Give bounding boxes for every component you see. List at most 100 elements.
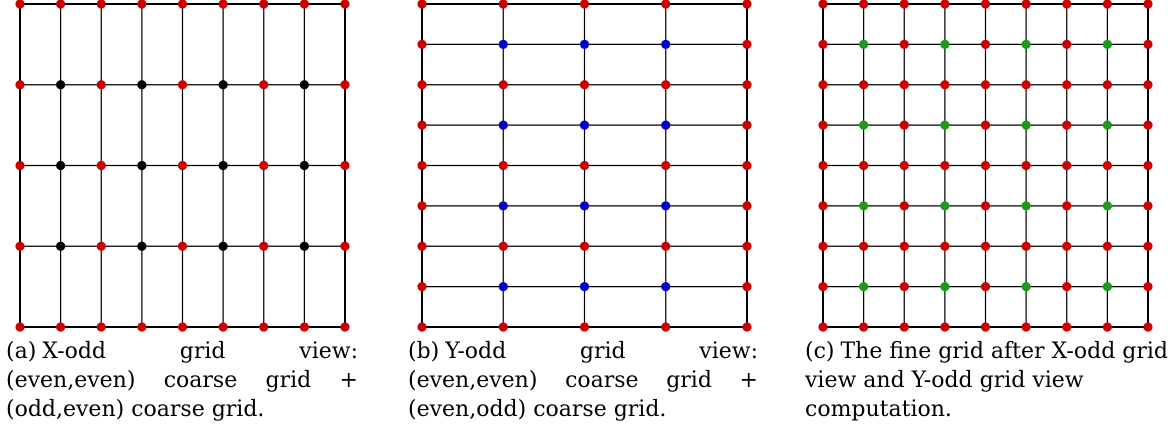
grid-node-dot — [579, 160, 590, 171]
grid-node-dot — [818, 241, 828, 251]
grid-node-dot — [1143, 120, 1153, 130]
grid-node-dot — [218, 160, 228, 171]
grid-node-dot — [1143, 322, 1153, 332]
grid-node-dot — [1062, 120, 1072, 130]
grid-node-dot — [1021, 80, 1031, 90]
grid-node-dot — [498, 80, 508, 90]
grid-node-dot — [661, 322, 671, 332]
grid-node-dot — [1021, 201, 1031, 211]
grid-node-dot — [818, 282, 828, 292]
grid-node-dot — [899, 160, 909, 171]
grid-node-dot — [742, 39, 752, 49]
grid-node-dot — [96, 241, 106, 251]
grid-node-dot — [1062, 0, 1072, 9]
grid-node-dot — [96, 322, 106, 332]
grid-node-dot — [980, 282, 991, 292]
grid-node-dot — [980, 39, 991, 49]
grid-node-dot — [579, 241, 590, 251]
grid-node-dot — [177, 241, 188, 251]
grid-node-dot — [1143, 160, 1153, 171]
grid-node-dot — [417, 80, 427, 90]
grid-node-dot — [259, 0, 269, 9]
grid-node-dot — [259, 80, 269, 90]
grid-node-dot — [15, 241, 25, 251]
grid-node-dot — [1102, 241, 1112, 251]
panel-fine-grid: (c)The fine grid after X-odd grid view a… — [803, 0, 1173, 448]
fine-grid-diagram — [818, 0, 1153, 332]
grid-node-dot — [1143, 282, 1153, 292]
grid-node-dot — [742, 160, 752, 171]
grid-node-dot — [1143, 80, 1153, 90]
grid-node-dot — [980, 80, 991, 90]
grid-node-dot — [1062, 322, 1072, 332]
grid-node-dot — [177, 80, 188, 90]
grid-node-dot — [417, 241, 427, 251]
grid-node-dot — [498, 39, 508, 49]
grid-node-dot — [859, 282, 869, 292]
grid-node-dot — [859, 322, 869, 332]
grid-node-dot — [899, 241, 909, 251]
grid-node-dot — [818, 0, 828, 9]
grid-node-dot — [340, 160, 350, 171]
grid-node-dot — [1143, 0, 1153, 9]
panel-x-odd-grid-view: (a)X-odd grid view: (even,even) coarse g… — [0, 0, 370, 448]
grid-node-dot — [940, 120, 950, 130]
grid-node-dot — [661, 0, 671, 9]
grid-node-dot — [218, 80, 228, 90]
grid-node-dot — [899, 80, 909, 90]
grid-node-dot — [56, 322, 66, 332]
grid-node-dot — [859, 0, 869, 9]
grid-node-dot — [661, 80, 671, 90]
grid-node-dot — [980, 160, 991, 171]
grid-node-dot — [259, 241, 269, 251]
grid-node-dot — [417, 120, 427, 130]
caption-a: (a)X-odd grid view: (even,even) coarse g… — [6, 337, 358, 424]
grid-node-dot — [579, 120, 590, 130]
grid-node-dot — [15, 0, 25, 9]
grid-node-dot — [56, 160, 66, 171]
grid-node-dot — [859, 120, 869, 130]
grid-node-dot — [1062, 39, 1072, 49]
grid-node-dot — [980, 201, 991, 211]
grid-node-dot — [818, 120, 828, 130]
grid-node-dot — [137, 0, 147, 9]
grid-node-dot — [417, 201, 427, 211]
grid-node-dot — [1102, 322, 1112, 332]
grid-node-dot — [818, 80, 828, 90]
grid-node-dot — [137, 80, 147, 90]
grid-node-dot — [579, 0, 590, 9]
grid-node-dot — [15, 160, 25, 171]
grid-node-dot — [56, 80, 66, 90]
grid-node-dot — [1062, 201, 1072, 211]
caption-c-text: The fine grid after X-odd grid view and … — [805, 339, 1168, 422]
grid-node-dot — [498, 0, 508, 9]
caption-a-text: X-odd grid view: (even,even) coarse grid… — [6, 339, 358, 422]
grid-node-dot — [1102, 120, 1112, 130]
grid-node-dot — [742, 282, 752, 292]
grid-node-dot — [417, 322, 427, 332]
grid-node-dot — [940, 241, 950, 251]
caption-c: (c)The fine grid after X-odd grid view a… — [805, 337, 1173, 424]
grid-node-dot — [1102, 39, 1112, 49]
caption-b-tag: (b) — [408, 339, 440, 364]
grid-node-dot — [1062, 241, 1072, 251]
grid-node-dot — [940, 80, 950, 90]
grid-node-dot — [498, 322, 508, 332]
grid-node-dot — [818, 201, 828, 211]
grid-node-dot — [259, 322, 269, 332]
grid-node-dot — [1021, 160, 1031, 171]
grid-node-dot — [859, 39, 869, 49]
grid-node-dot — [1021, 39, 1031, 49]
grid-node-dot — [177, 322, 188, 332]
grid-node-dot — [859, 201, 869, 211]
grid-node-dot — [417, 282, 427, 292]
grid-node-dot — [96, 160, 106, 171]
grid-node-dot — [579, 80, 590, 90]
grid-node-dot — [1021, 282, 1031, 292]
caption-b-text: Y-odd grid view: (even,even) coarse grid… — [408, 339, 758, 422]
grid-node-dot — [417, 0, 427, 9]
grid-node-dot — [1062, 80, 1072, 90]
grid-node-dot — [859, 241, 869, 251]
grid-node-dot — [818, 39, 828, 49]
grid-node-dot — [940, 39, 950, 49]
